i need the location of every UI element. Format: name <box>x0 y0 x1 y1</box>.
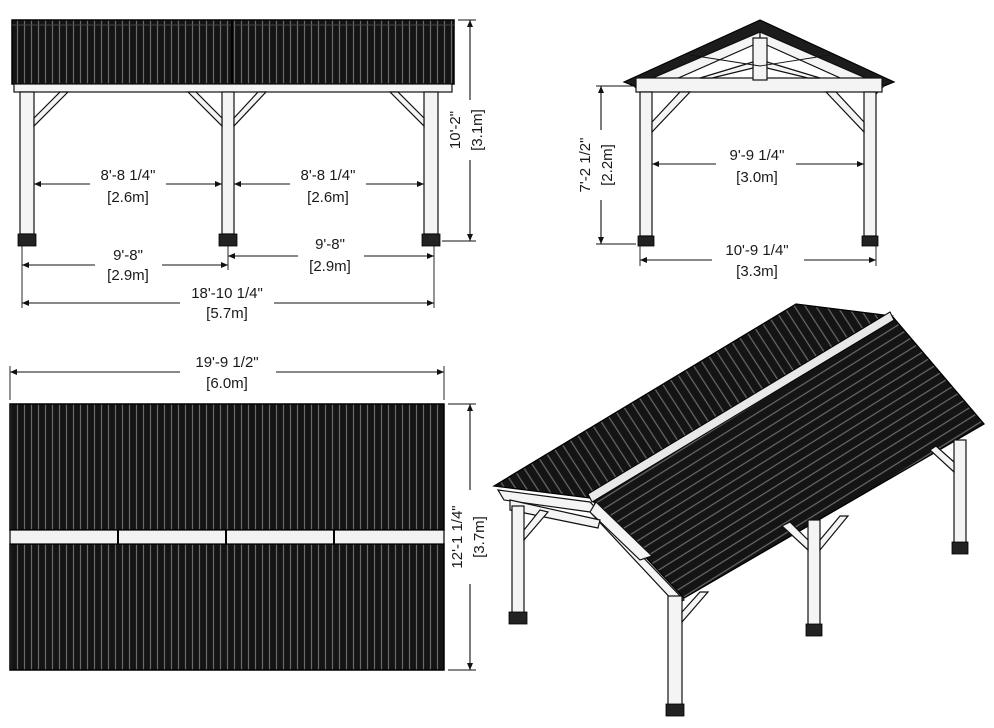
side-inner-imperial: 9'-9 1/4" <box>730 147 785 164</box>
top-roof-upper <box>9 403 445 531</box>
front-height-imperial: 10'-2" <box>447 111 464 149</box>
side-height-imperial: 7'-2 1/2" <box>577 138 594 193</box>
front-span-left-imperial: 8'-8 1/4" <box>101 167 156 184</box>
front-brace-2 <box>186 91 223 128</box>
persp-post-front-right <box>667 595 683 709</box>
persp-brace-4 <box>929 445 955 474</box>
front-brace-3 <box>233 91 268 128</box>
side-strut-right <box>766 61 821 79</box>
persp-brace-3 <box>819 515 850 552</box>
side-post-left <box>639 91 653 237</box>
persp-post-mid <box>807 519 821 627</box>
front-view: 8'-8 1/4" [2.6m] 8'-8 1/4" [2.6m] 9'-8" … <box>11 19 486 322</box>
persp-brace-5 <box>523 509 550 542</box>
persp-gable-strut <box>589 501 654 561</box>
persp-ridge-cap <box>587 311 895 503</box>
side-foot-right <box>861 235 879 247</box>
top-roof-lower <box>9 543 445 671</box>
front-foot-right <box>421 233 441 247</box>
top-width-metric: [3.7m] <box>471 516 488 558</box>
side-inner-metric: [3.0m] <box>736 169 778 186</box>
front-post-right <box>423 91 439 235</box>
persp-post-front-left <box>511 505 525 615</box>
front-post-right-imperial: 9'-8" <box>315 236 345 253</box>
front-fascia-beam <box>13 83 453 93</box>
front-foot-middle <box>218 233 238 247</box>
side-outer-imperial: 10'-9 1/4" <box>725 242 788 259</box>
side-height-metric: [2.2m] <box>599 144 616 186</box>
front-span-right-metric: [2.6m] <box>307 189 349 206</box>
front-post-middle <box>221 91 235 235</box>
front-post-left-metric: [2.9m] <box>107 267 149 284</box>
front-brace-1 <box>33 91 70 128</box>
persp-foot-4 <box>951 541 969 555</box>
front-overall-imperial: 18'-10 1/4" <box>191 285 263 302</box>
front-span-right-imperial: 8'-8 1/4" <box>301 167 356 184</box>
persp-brace-2 <box>780 521 809 552</box>
top-length-imperial: 19'-9 1/2" <box>195 354 258 371</box>
front-post-right-metric: [2.9m] <box>309 258 351 275</box>
side-strut-left <box>699 61 754 79</box>
side-post-right <box>863 91 877 237</box>
persp-foot-3 <box>805 623 823 637</box>
persp-foot-2 <box>665 703 685 717</box>
front-overall-metric: [5.7m] <box>206 305 248 322</box>
top-view: 19'-9 1/2" [6.0m] 12'-1 1/4" [3.7m] <box>9 354 488 671</box>
front-brace-4 <box>388 91 425 128</box>
perspective-view <box>492 303 985 717</box>
persp-brace-1 <box>681 591 710 624</box>
persp-gable-beam <box>509 499 601 529</box>
top-width-imperial: 12'-1 1/4" <box>449 505 466 568</box>
side-brace-left <box>651 91 692 134</box>
front-height-metric: [3.1m] <box>469 109 486 151</box>
persp-foot-1 <box>508 611 528 625</box>
side-brace-right <box>824 91 865 134</box>
persp-post-back-right <box>953 439 967 545</box>
front-span-left-metric: [2.6m] <box>107 189 149 206</box>
front-post-left-imperial: 9'-8" <box>113 247 143 264</box>
front-post-left <box>19 91 35 235</box>
side-outer-metric: [3.3m] <box>736 263 778 280</box>
front-foot-left <box>17 233 37 247</box>
top-length-metric: [6.0m] <box>206 375 248 392</box>
side-view: 7'-2 1/2" [2.2m] 9'-9 1/4" [3.0m] 10'-9 … <box>577 19 896 280</box>
side-king-post <box>752 37 768 81</box>
side-foot-left <box>637 235 655 247</box>
